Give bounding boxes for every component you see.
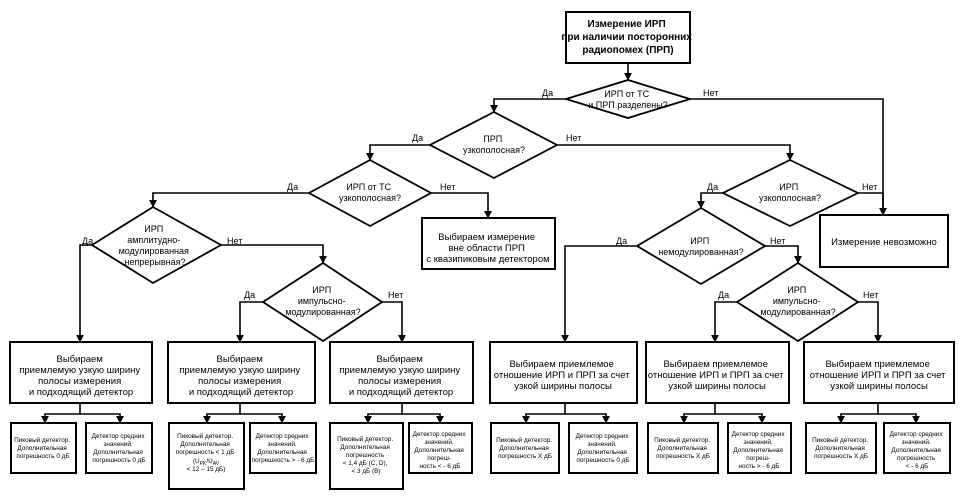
decision-d5: ИРП импульсно- модулированная? xyxy=(261,261,384,343)
branch-labels: Да Нет Да Нет Да Нет Да Нет Да Нет Да Не… xyxy=(82,88,878,300)
svg-text:Пиковый детектор. Дополн: Пиковый детектор. Дополнительная погрешн… xyxy=(176,432,236,473)
label-yes: Да xyxy=(244,290,255,300)
svg-text:ИРП импульсно- мод: ИРП импульсно- модулированная? xyxy=(285,285,360,317)
result-r6b: Детектор средних значений. Дополнительна… xyxy=(883,422,951,474)
result-r3a: Пиковый детектор. Дополнительная погрешн… xyxy=(329,422,404,490)
action-quasi-peak: Выбираем измерение вне области ПРП с ква… xyxy=(421,217,556,270)
action-a4: Выбираем приемлемое отношение ИРП и ПРП … xyxy=(489,341,638,404)
label-no: Нет xyxy=(862,182,877,192)
action-a5: Выбираем приемлемое отношение ИРП и ПРП … xyxy=(645,341,790,404)
action-a1: Выбираем приемлемую узкую ширину полосы … xyxy=(9,341,153,404)
label-no: Нет xyxy=(440,182,455,192)
decision-d2: ПРП узкополосная? xyxy=(428,110,559,180)
label-no: Нет xyxy=(388,290,403,300)
svg-text:Выбираем приемлемое отно: Выбираем приемлемое отношение ИРП и ПРП … xyxy=(810,359,948,392)
svg-text:Детектор средних значени: Детектор средних значений. Дополнительна… xyxy=(92,433,147,464)
label-no: Нет xyxy=(770,236,785,246)
result-r4b: Детектор средних значений. Дополнительна… xyxy=(568,422,638,474)
svg-text:Пиковый детектор. Дополн: Пиковый детектор. Дополнительная погрешн… xyxy=(812,436,870,460)
svg-text:ИРП от ТС узкополосная?: ИРП от ТС узкополосная? xyxy=(339,182,401,203)
svg-text:Пиковый детектор. Дополн: Пиковый детектор. Дополнительная погрешн… xyxy=(654,436,712,460)
svg-text:ИРП от ТС и ПРП разделен: ИРП от ТС и ПРП разделены? xyxy=(588,89,667,110)
svg-text:Детектор средних значени: Детектор средних значений. Дополнительна… xyxy=(890,431,945,470)
decision-d6: ИРП узкополосная? xyxy=(720,158,861,228)
connectors xyxy=(41,63,920,424)
result-r2b: Детектор средних значений. Дополнительна… xyxy=(249,422,317,474)
svg-text:Детектор средних значени: Детектор средних значений. Дополнительна… xyxy=(576,433,631,464)
result-r1b: Детектор средних значений. Дополнительна… xyxy=(85,422,153,474)
svg-text:Детектор средних значени: Детектор средних значений. Дополнительна… xyxy=(252,433,315,464)
start-box: Измерение ИРП при наличии посторонних ра… xyxy=(561,11,694,64)
label-no: Нет xyxy=(703,88,718,98)
label-yes: Да xyxy=(412,133,423,143)
svg-text:Выбираем приемлемое отно: Выбираем приемлемое отношение ИРП и ПРП … xyxy=(648,359,786,392)
svg-text:ИРП немодулированная?: ИРП немодулированная? xyxy=(658,236,743,257)
action-impossible: Измерение невозможно xyxy=(819,214,949,268)
decision-d3: ИРП от ТС узкополосная? xyxy=(307,158,433,228)
svg-text:ИРП амплитудно- мо: ИРП амплитудно- модулированная непрерывн… xyxy=(119,224,192,267)
action-a2: Выбираем приемлемую узкую ширину полосы … xyxy=(167,341,316,404)
svg-text:Выбираем приемлемую узку: Выбираем приемлемую узкую ширину полосы … xyxy=(179,354,303,398)
result-r1a: Пиковый детектор. Дополнительная погрешн… xyxy=(10,422,77,474)
label-yes: Да xyxy=(542,88,553,98)
label-yes: Да xyxy=(616,236,627,246)
decision-d7: ИРП немодулированная? xyxy=(635,206,767,286)
label-yes: Да xyxy=(287,182,298,192)
svg-text:Пиковый детектор. Дополн: Пиковый детектор. Дополнительная погрешн… xyxy=(337,435,395,475)
result-r3b: Детектор средних значений. Дополнительна… xyxy=(408,422,473,474)
label-yes: Да xyxy=(707,182,718,192)
svg-text:ИРП узкополосная?: ИРП узкополосная? xyxy=(759,182,821,203)
action-a3: Выбираем приемлемую узкую ширину полосы … xyxy=(329,341,474,404)
result-r6a: Пиковый детектор. Дополнительная погрешн… xyxy=(805,422,877,474)
result-r5a: Пиковый детектор. Дополнительная погрешн… xyxy=(647,422,719,474)
svg-text:Измерение невозможно: Измерение невозможно xyxy=(831,237,937,248)
decision-d8: ИРП импульсно- модулированная? xyxy=(735,261,860,343)
result-r2a: Пиковый детектор. Дополнительная погрешн… xyxy=(168,422,245,490)
svg-text:Выбираем приемлемую узку: Выбираем приемлемую узкую ширину полосы … xyxy=(19,354,143,398)
label-yes: Да xyxy=(82,236,93,246)
label-no: Нет xyxy=(566,133,581,143)
label-yes: Да xyxy=(718,290,729,300)
svg-text:Детектор средних значени: Детектор средних значений. Дополнительна… xyxy=(413,431,468,470)
label-no: Нет xyxy=(863,290,878,300)
svg-text:Измерение ИРП при наличи: Измерение ИРП при наличии посторонних ра… xyxy=(561,19,694,56)
svg-text:Детектор средних значени: Детектор средних значений. Дополнительна… xyxy=(732,431,787,470)
action-a6: Выбираем приемлемое отношение ИРП и ПРП … xyxy=(803,341,955,404)
svg-text:Выбираем приемлемую узку: Выбираем приемлемую узкую ширину полосы … xyxy=(339,354,463,398)
svg-text:Пиковый детектор. Дополн: Пиковый детектор. Дополнительная погрешн… xyxy=(14,436,72,460)
label-no: Нет xyxy=(227,236,242,246)
svg-text:ИРП импульсно- мод: ИРП импульсно- модулированная? xyxy=(760,285,835,317)
svg-text:Пиковый детектор. Дополн: Пиковый детектор. Дополнительная погрешн… xyxy=(496,436,554,460)
result-r4a: Пиковый детектор. Дополнительная погрешн… xyxy=(490,422,560,474)
svg-text:Выбираем измерение вне о: Выбираем измерение вне области ПРП с ква… xyxy=(426,232,549,265)
svg-text:ПРП узкополосная?: ПРП узкополосная? xyxy=(463,134,525,155)
decision-d1: ИРП от ТС и ПРП разделены? xyxy=(562,79,694,119)
svg-text:(UPK/UAV: (UPK/UAV xyxy=(193,458,220,467)
result-r5b: Детектор средних значений. Дополнительна… xyxy=(727,422,792,474)
decision-d4: ИРП амплитудно- модулированная непрерывн… xyxy=(90,205,223,285)
svg-text:Выбираем приемлемое отно: Выбираем приемлемое отношение ИРП и ПРП … xyxy=(494,359,632,392)
